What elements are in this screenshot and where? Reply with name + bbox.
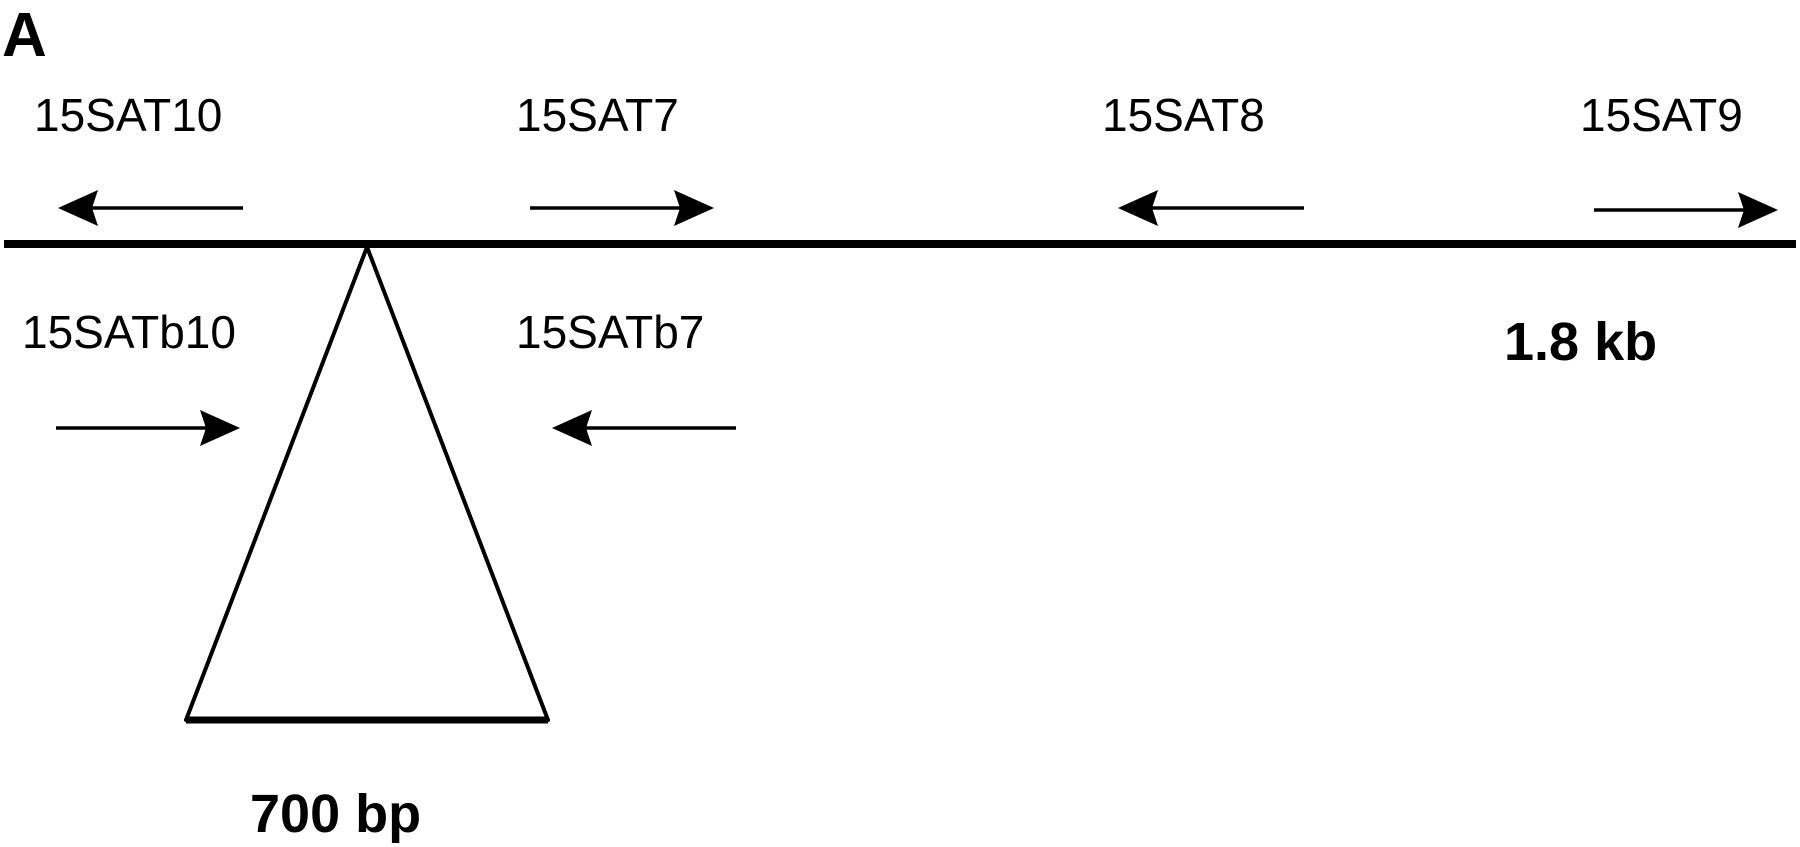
primer-label-15SATb10: 15SATb10: [22, 306, 236, 358]
primer-arrow-15SAT8: [1118, 190, 1304, 226]
primer-arrow-15SATb10: [56, 410, 240, 446]
primer-arrow-15SAT7: [530, 190, 714, 226]
primer-label-15SAT10: 15SAT10: [34, 89, 222, 141]
primer-label-15SAT9: 15SAT9: [1580, 89, 1743, 141]
insertion-triangle: [184, 245, 550, 722]
panel-label: A: [2, 1, 47, 70]
primer-label-15SAT8: 15SAT8: [1102, 89, 1265, 141]
primer-arrow-15SATb7: [552, 410, 736, 446]
primer-arrow-15SAT10: [58, 190, 243, 226]
insertion-size-label: 700 bp: [250, 784, 421, 844]
primer-label-15SATb7: 15SATb7: [516, 306, 704, 358]
main-segment-size-label: 1.8 kb: [1504, 312, 1657, 372]
primer-arrow-15SAT9: [1594, 192, 1778, 228]
primer-label-15SAT7: 15SAT7: [516, 89, 679, 141]
